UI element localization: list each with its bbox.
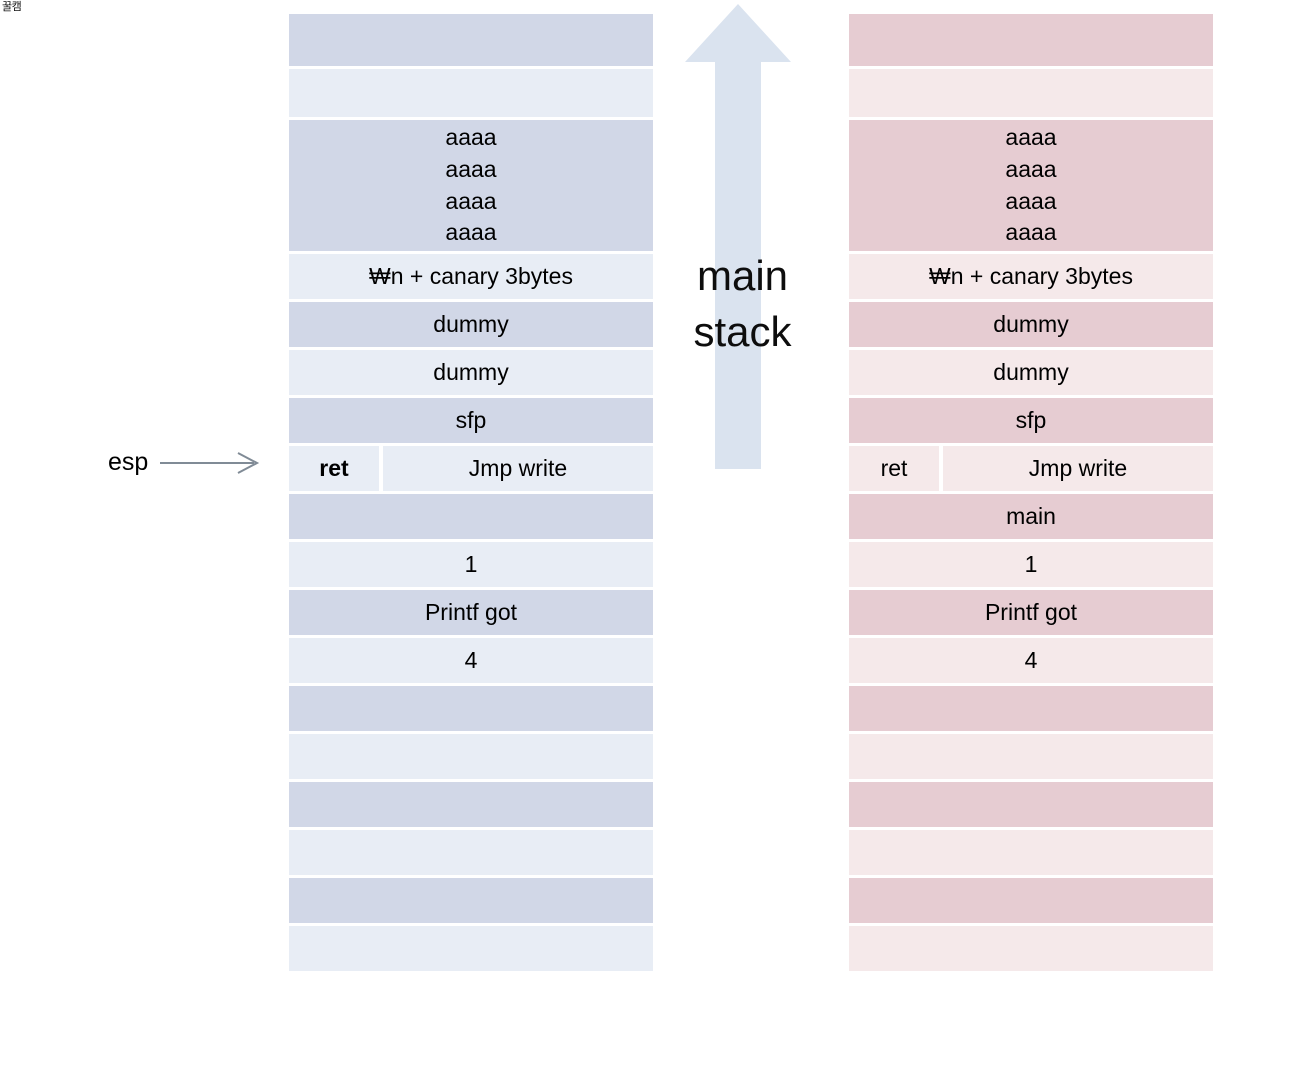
stack-cell-jmp-write: Jmp write [943,446,1213,491]
stack-row: dummy [289,350,653,395]
esp-pointer: esp [108,448,260,477]
stack-row [849,14,1213,66]
stack-row [289,830,653,875]
stack-row [849,878,1213,923]
watermark-logo: 꿀캠 [2,0,22,13]
stack-row: 4 [849,638,1213,683]
stack-row [289,878,653,923]
stack-row: 4 [289,638,653,683]
stack-row: aaaa aaaa aaaa aaaa [849,120,1213,251]
stack-row: dummy [849,302,1213,347]
stack-row [289,734,653,779]
stack-row: Printf got [849,590,1213,635]
stack-row [849,926,1213,971]
stack-row [289,14,653,66]
stack-row: sfp [289,398,653,443]
arrow-up-icon [685,4,791,469]
stack-cell-ret: ret [849,446,939,491]
stack-row [849,69,1213,117]
esp-label: esp [108,448,149,476]
stack-row: 1 [849,542,1213,587]
stack-row: aaaa aaaa aaaa aaaa [289,120,653,251]
stack-row: 1 [289,542,653,587]
stack-cell-ret: ret [289,446,379,491]
stack-row [849,734,1213,779]
stack-cell-jmp-write: Jmp write [383,446,653,491]
stack-row: ₩n + canary 3bytes [849,254,1213,299]
stack-row [289,686,653,731]
stack-row [849,686,1213,731]
stack-row: sfp [849,398,1213,443]
arrow-right-icon [160,451,260,474]
stack-row: main [849,494,1213,539]
stack-row [289,782,653,827]
stack-row [289,926,653,971]
main-stack-label: main stack [693,252,792,355]
stack-row: dummy [849,350,1213,395]
stack-row: ₩n + canary 3bytes [289,254,653,299]
stack-row [289,69,653,117]
stack-row: dummy [289,302,653,347]
stack-row [849,782,1213,827]
stack-row [849,830,1213,875]
stack-row [289,494,653,539]
stack-row: Printf got [289,590,653,635]
